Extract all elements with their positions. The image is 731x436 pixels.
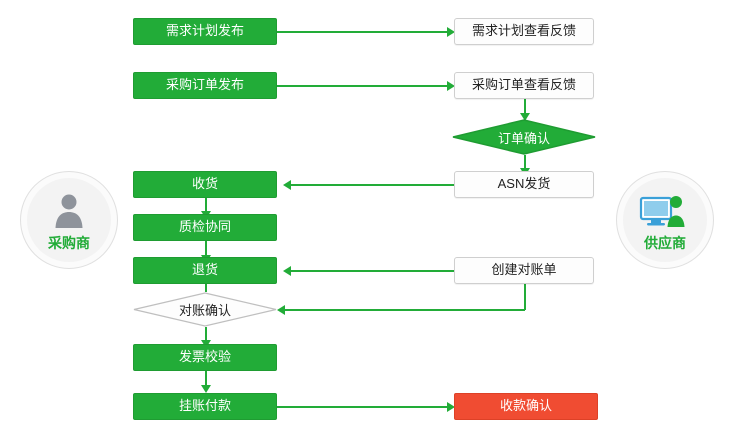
edge-n12-n13-arrow (201, 385, 211, 393)
node-label: 需求计划查看反馈 (471, 23, 576, 39)
edge-n3-n4-arrow (447, 81, 455, 91)
edge-n1-n2-line (277, 31, 447, 33)
edge-n6-n7-line (291, 184, 457, 186)
edge-n13-n14-line (277, 406, 447, 408)
node-goods-receipt[interactable]: 收货 (133, 171, 277, 198)
actor-buyer: 采购商 (20, 171, 118, 269)
node-label: 发票校验 (178, 349, 231, 365)
node-payment-receipt-confirm[interactable]: 收款确认 (454, 393, 598, 420)
edge-n9-n11-line (205, 284, 207, 292)
edge-n10-n9-line (291, 270, 457, 272)
node-demand-plan-publish[interactable]: 需求计划发布 (133, 18, 277, 45)
actor-buyer-label: 采购商 (48, 234, 90, 251)
person-computer-icon (639, 188, 691, 230)
edge-n10-n11-vline (524, 284, 526, 310)
node-purchase-order-review[interactable]: 采购订单查看反馈 (454, 72, 594, 99)
node-label: 创建对账单 (491, 262, 557, 278)
node-create-statement[interactable]: 创建对账单 (454, 257, 594, 284)
edge-n12-n13-line (205, 371, 207, 387)
node-demand-plan-review[interactable]: 需求计划查看反馈 (454, 18, 594, 45)
edge-n6-n7-arrow (283, 180, 291, 190)
edge-n4-n5-line (524, 99, 526, 115)
edge-n7-n8-line (205, 198, 207, 213)
actor-supplier-label: 供应商 (644, 234, 686, 251)
edge-n13-n14-arrow (447, 402, 455, 412)
edge-n4-n5-arrow (520, 113, 530, 121)
node-label: 采购订单查看反馈 (471, 77, 576, 93)
edge-n3-n4-line (277, 85, 447, 87)
node-label: 质检协同 (178, 219, 231, 235)
person-icon (49, 188, 89, 230)
node-label: 挂账付款 (178, 398, 231, 414)
node-label: 订单确认 (497, 130, 550, 146)
node-return-goods[interactable]: 退货 (133, 257, 277, 284)
edge-n10-n9-arrow (283, 266, 291, 276)
node-payment-posting[interactable]: 挂账付款 (133, 393, 277, 420)
node-label: 对账确认 (178, 303, 231, 318)
edge-n10-n11-hline (285, 309, 525, 311)
node-quality-inspection[interactable]: 质检协同 (133, 214, 277, 241)
diamond-shape (452, 119, 596, 155)
edge-n8-n9-line (205, 241, 207, 257)
diamond-shape (133, 292, 277, 327)
edge-n10-n11-arrow (277, 305, 285, 315)
node-order-confirm[interactable]: 订单确认 (452, 119, 596, 155)
node-asn-shipment[interactable]: ASN发货 (454, 171, 594, 198)
actor-supplier: 供应商 (616, 171, 714, 269)
node-label: ASN发货 (497, 176, 551, 192)
node-label: 收款确认 (499, 398, 552, 414)
edge-n1-n2-arrow (447, 27, 455, 37)
node-statement-confirm[interactable]: 对账确认 (133, 292, 277, 327)
node-purchase-order-publish[interactable]: 采购订单发布 (133, 72, 277, 99)
edge-n5-n6-line (524, 155, 526, 170)
node-label: 采购订单发布 (165, 77, 244, 93)
node-label: 退货 (191, 262, 218, 278)
edge-n11-n12-line (205, 327, 207, 342)
node-label: 需求计划发布 (165, 23, 244, 39)
node-label: 收货 (191, 176, 218, 192)
node-invoice-verification[interactable]: 发票校验 (133, 344, 277, 371)
